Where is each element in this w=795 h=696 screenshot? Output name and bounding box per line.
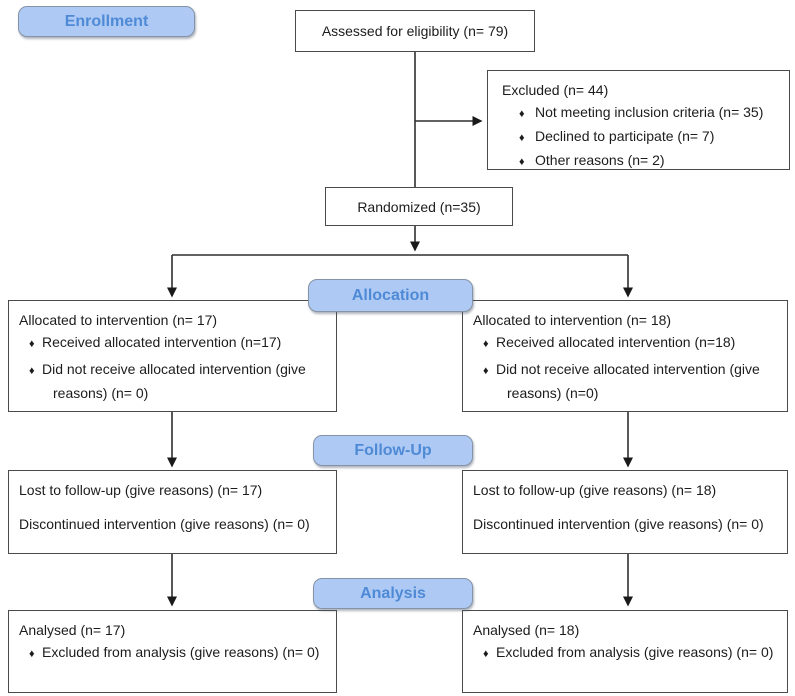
- assessed-eligibility-box: Assessed for eligibility (n= 79): [295, 10, 535, 52]
- box-line: Discontinued intervention (give reasons)…: [19, 516, 310, 532]
- diamond-bullet-icon: ♦: [29, 648, 35, 660]
- excluded-box: Excluded (n= 44) ♦ Not meeting inclusion …: [487, 70, 790, 170]
- box-text: Randomized (n=35): [357, 198, 481, 215]
- allocation-left-box: Allocated to intervention (n= 17) ♦ Recei…: [8, 300, 337, 412]
- stage-label-enrollment: Enrollment: [18, 6, 195, 37]
- bullet-item-text: Received allocated intervention (n=17): [42, 334, 282, 350]
- diamond-bullet-icon: ♦: [519, 132, 525, 144]
- box-title: Allocated to intervention (n= 17): [19, 312, 218, 328]
- allocation-right-box: Allocated to intervention (n= 18) ♦ Recei…: [462, 300, 788, 412]
- bullet-item: ♦ Not meeting inclusion criteria (n= 35): [502, 101, 779, 125]
- box-title: Excluded (n= 44): [502, 82, 609, 98]
- bullet-item-text: Other reasons (n= 2): [535, 152, 665, 168]
- bullet-item: ♦ Did not receive allocated intervention …: [473, 358, 777, 404]
- diamond-bullet-icon: ♦: [29, 365, 35, 377]
- diamond-bullet-icon: ♦: [29, 338, 35, 350]
- bullet-item-text: Did not receive allocated intervention (…: [496, 361, 760, 401]
- bullet-item: ♦ Received allocated intervention (n=18): [473, 331, 777, 355]
- diamond-bullet-icon: ♦: [483, 365, 489, 377]
- bullet-item: ♦ Declined to participate (n= 7): [502, 125, 779, 149]
- diamond-bullet-icon: ♦: [519, 108, 525, 120]
- bullet-item: ♦ Did not receive allocated intervention …: [19, 358, 326, 404]
- followup-right-box: Lost to follow-up (give reasons) (n= 18)…: [462, 470, 788, 554]
- bullet-item: ♦ Excluded from analysis (give reasons) (…: [19, 641, 326, 665]
- analysis-right-box: Analysed (n= 18) ♦ Excluded from analysis…: [462, 610, 788, 693]
- bullet-item-text: Declined to participate (n= 7): [535, 128, 715, 144]
- bullet-item-text: Excluded from analysis (give reasons) (n…: [496, 644, 774, 660]
- bullet-item-text: Did not receive allocated intervention (…: [42, 361, 306, 401]
- bullet-item-text: Excluded from analysis (give reasons) (n…: [42, 644, 320, 660]
- bullet-item-text: Not meeting inclusion criteria (n= 35): [535, 104, 764, 120]
- box-line: Lost to follow-up (give reasons) (n= 17): [19, 482, 263, 498]
- randomized-box: Randomized (n=35): [325, 187, 513, 226]
- box-line: Discontinued intervention (give reasons)…: [473, 516, 764, 532]
- diamond-bullet-icon: ♦: [519, 156, 525, 168]
- bullet-item: ♦ Other reasons (n= 2): [502, 149, 779, 173]
- bullet-item-text: Received allocated intervention (n=18): [496, 334, 736, 350]
- bullet-item: ♦ Excluded from analysis (give reasons) (…: [473, 641, 777, 665]
- analysis-left-box: Analysed (n= 17) ♦ Excluded from analysis…: [8, 610, 337, 693]
- box-text: Assessed for eligibility (n= 79): [321, 23, 509, 39]
- bullet-item: ♦ Received allocated intervention (n=17): [19, 331, 326, 355]
- box-title: Analysed (n= 17): [19, 622, 126, 638]
- box-line: Lost to follow-up (give reasons) (n= 18): [473, 482, 717, 498]
- stage-label-analysis: Analysis: [313, 578, 473, 609]
- box-title: Analysed (n= 18): [473, 622, 580, 638]
- stage-label-followup: Follow-Up: [313, 435, 473, 466]
- followup-left-box: Lost to follow-up (give reasons) (n= 17)…: [8, 470, 337, 554]
- diamond-bullet-icon: ♦: [483, 338, 489, 350]
- diamond-bullet-icon: ♦: [483, 648, 489, 660]
- stage-label-allocation: Allocation: [308, 279, 473, 312]
- box-title: Allocated to intervention (n= 18): [473, 312, 672, 328]
